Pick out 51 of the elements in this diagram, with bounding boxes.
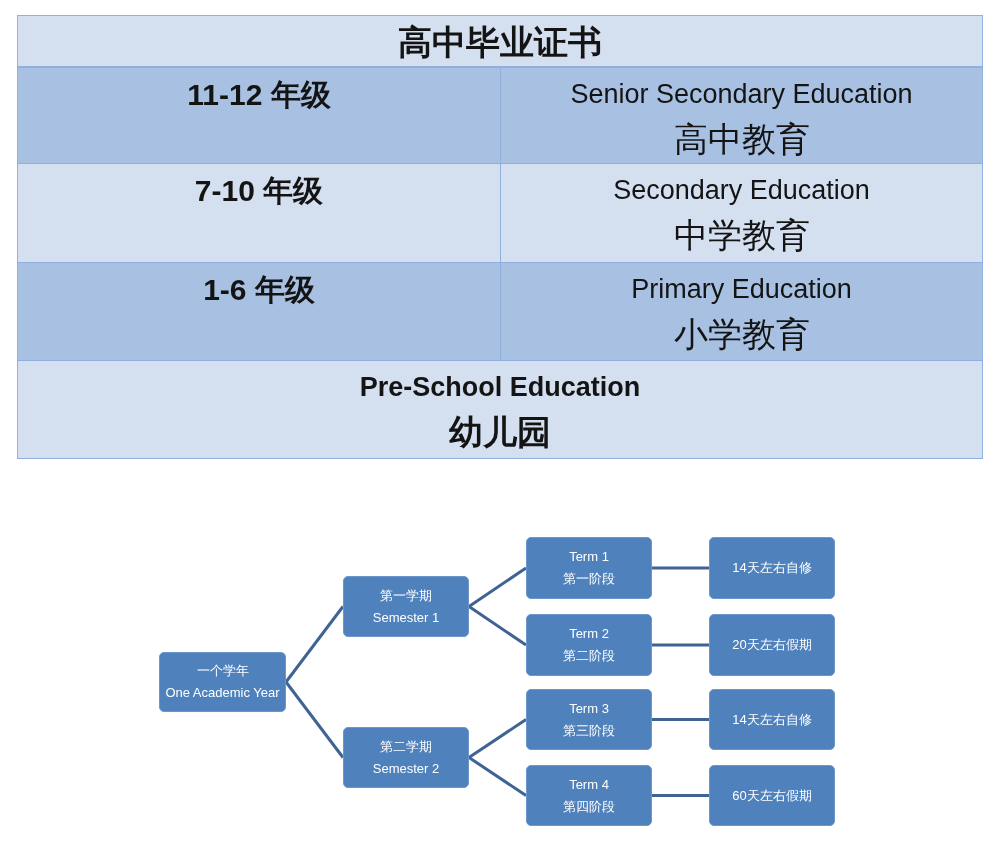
node-label: Term 4 [569, 775, 609, 794]
education-level: Secondary Education [613, 174, 870, 207]
education-level: 中学教育 [673, 215, 810, 256]
node-label: 第二学期 [380, 737, 432, 756]
node-label: Term 3 [569, 699, 609, 718]
grade-range: 11-12 年级 [187, 77, 331, 113]
term-box [526, 765, 652, 826]
semester-box [343, 576, 469, 637]
semester-box [343, 727, 469, 788]
year-box [159, 652, 286, 712]
connector-line [468, 566, 527, 608]
education-level: 高中教育 [673, 119, 810, 160]
node-label: 第一阶段 [563, 570, 615, 588]
connector-line [468, 605, 527, 647]
connector-line [284, 605, 345, 683]
node-label: 14天左右自修 [732, 559, 812, 577]
connector-line [652, 718, 709, 721]
education-level: Pre-School Education [359, 371, 641, 404]
education-level: 幼儿园 [449, 412, 551, 453]
education-level: Senior Secondary Education [570, 78, 913, 111]
node-label: 第四阶段 [563, 797, 615, 816]
node-label: Term 2 [569, 625, 609, 643]
node-label: Term 1 [569, 548, 609, 566]
connector-line [468, 756, 527, 797]
term-box [526, 537, 652, 599]
duration-box [709, 614, 835, 676]
duration-box [709, 689, 835, 750]
connector-line [652, 566, 709, 570]
connector-line [284, 681, 345, 759]
connector-line [652, 794, 709, 797]
node-label: 第三阶段 [563, 721, 615, 740]
node-label: One Academic Year [165, 684, 280, 702]
connector-line [652, 643, 709, 647]
node-label: Semester 2 [372, 759, 440, 778]
node-label: Semester 1 [372, 608, 440, 627]
education-level: Primary Education [631, 273, 852, 306]
education-level: 小学教育 [673, 314, 810, 355]
duration-box [709, 765, 835, 826]
node-label: 20天左右假期 [732, 636, 812, 654]
node-label: 第二阶段 [563, 647, 615, 665]
node-label: 14天左右自修 [732, 710, 812, 729]
node-label: 一个学年 [196, 662, 249, 680]
node-label: 第一学期 [380, 586, 432, 605]
grade-range: 1-6 年级 [203, 272, 315, 308]
term-box [526, 689, 652, 750]
node-label: 60天左右假期 [732, 786, 812, 805]
grade-range: 7-10 年级 [194, 173, 324, 209]
term-box [526, 614, 652, 676]
duration-box [709, 537, 835, 599]
table-heading: 高中毕业证书 [398, 22, 602, 63]
connector-line [468, 718, 527, 759]
